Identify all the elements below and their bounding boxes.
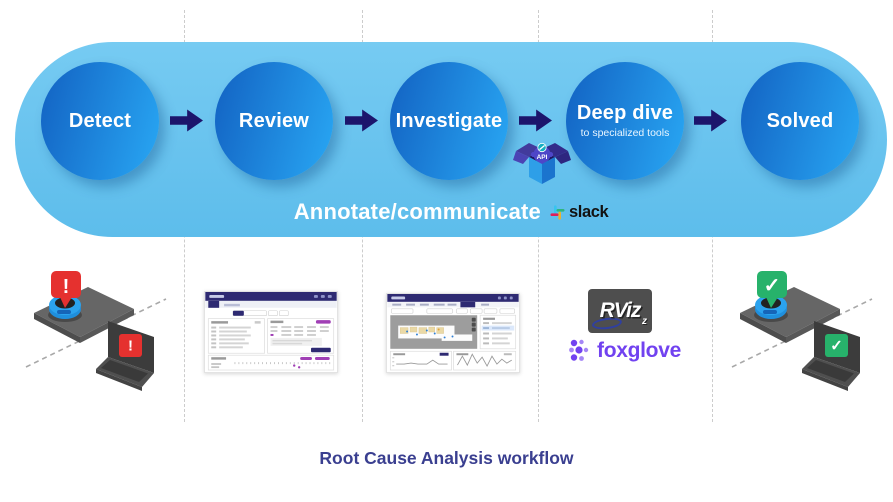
dashed-link-line: [731, 298, 873, 368]
dashed-link-line: [25, 298, 167, 368]
laptop-icon: ✓: [802, 321, 860, 391]
stage-deep-dive: Deep dive to specialized tools: [566, 62, 684, 180]
stage-label: Investigate: [395, 109, 503, 132]
annotate-row: Annotate/communicate slack: [15, 198, 887, 226]
stage-label: Review: [238, 109, 310, 132]
stage-solved: Solved: [741, 62, 859, 180]
stage-investigate: Investigate: [390, 62, 508, 180]
foxglove-logo: foxglove: [568, 338, 681, 364]
svg-text:!: !: [63, 276, 70, 298]
svg-text:!: !: [128, 338, 133, 355]
robot-platform: [740, 287, 840, 343]
stage-label: Deep dive: [576, 102, 674, 124]
robot-alert-illustration: ! !: [25, 271, 167, 391]
foxglove-icon: [569, 339, 589, 361]
foxglove-wordmark: foxglove: [597, 339, 681, 362]
annotate-label: Annotate/communicate: [293, 199, 541, 224]
slack-logo: slack: [550, 202, 609, 222]
slack-wordmark: slack: [568, 202, 609, 221]
stage-label: Detect: [68, 109, 132, 132]
api-box-icon: API: [513, 142, 571, 184]
svg-text:✓: ✓: [830, 338, 843, 355]
robot-platform: [34, 287, 134, 343]
alert-badge-icon: !: [51, 271, 81, 308]
review-app-screenshot: [204, 291, 338, 373]
svg-text:✓: ✓: [764, 275, 781, 297]
diagram-title: Root Cause Analysis workflow: [319, 448, 574, 468]
rviz-logo: RViz z: [588, 289, 652, 333]
stage-review: Review: [215, 62, 333, 180]
stage-label: Solved: [766, 109, 834, 132]
slack-icon: [550, 204, 565, 220]
stage-detect: Detect: [41, 62, 159, 180]
rviz-wordmark: RViz: [599, 299, 642, 322]
stage-sublabel: to specialized tools: [580, 127, 670, 139]
robot-check-illustration: ✓ ✓: [731, 271, 873, 391]
laptop-icon: !: [96, 321, 154, 391]
check-badge-icon: ✓: [757, 271, 787, 308]
investigate-app-screenshot: [386, 293, 520, 373]
rviz-z-accent: z: [642, 316, 647, 327]
api-label: API: [537, 154, 548, 161]
